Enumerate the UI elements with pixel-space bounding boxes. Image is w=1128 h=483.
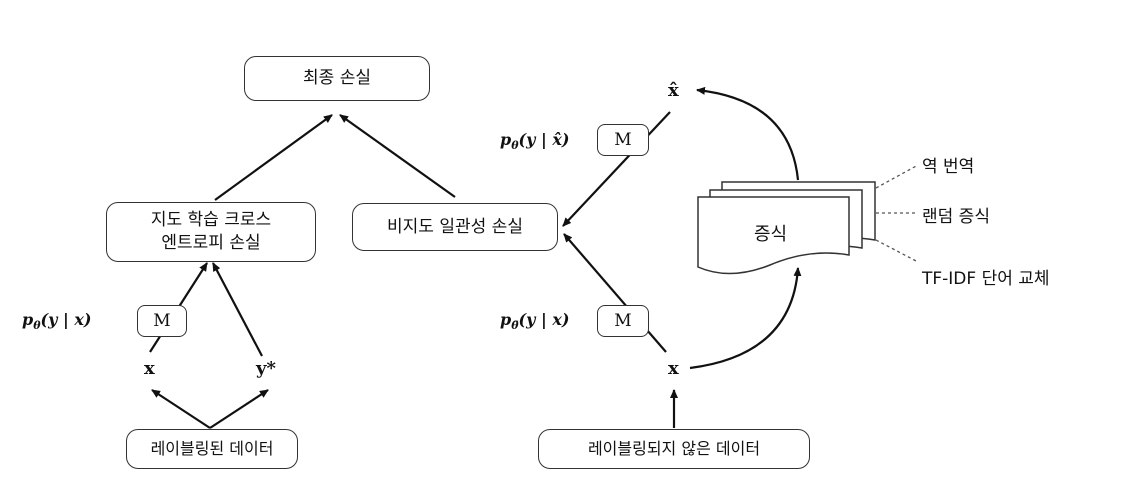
model-top-right-label: M	[614, 130, 632, 150]
arrow-x-to-augmentation	[689, 267, 802, 370]
var-x-left: x	[144, 358, 155, 379]
arrow-ystar-to-supervised	[212, 262, 263, 357]
model-left-label: M	[153, 311, 171, 331]
arrow-unsupervised-to-final	[339, 114, 456, 198]
model-box-top-right: M	[597, 124, 649, 156]
augmentation-label: 증식	[754, 224, 788, 245]
var-x-right: x	[668, 358, 679, 379]
method-random-aug: 랜덤 증식	[922, 207, 990, 227]
var-x-hat: x̂	[668, 80, 679, 101]
arrow-xhat-to-unsupervised	[562, 111, 671, 227]
augmentation-stack	[697, 181, 876, 275]
arrow-labeled-to-ystar	[209, 389, 269, 429]
method-back-translation: 역 번역	[922, 157, 975, 177]
arrow-supervised-to-final	[214, 114, 333, 201]
leader-tfidf	[875, 239, 919, 263]
arrow-labeled-to-x	[151, 389, 211, 429]
unlabeled-data-box: 레이블링되지 않은 데이터	[538, 429, 810, 469]
labeled-data-box: 레이블링된 데이터	[126, 429, 298, 469]
arrow-x-to-unsupervised	[563, 233, 667, 353]
unsupervised-loss-label: 비지도 일관성 손실	[387, 216, 523, 237]
final-loss-label: 최종 손실	[303, 68, 371, 89]
unsupervised-loss-box: 비지도 일관성 손실	[352, 203, 558, 251]
prob-bottom-label: pθ̃(y | x)	[500, 310, 570, 333]
supervised-loss-box: 지도 학습 크로스 엔트로피 손실	[106, 202, 316, 262]
prob-left-label: pθ(y | x)	[22, 310, 92, 333]
leader-back-translation	[875, 164, 919, 189]
supervised-loss-label-line1: 지도 학습 크로스	[150, 210, 272, 231]
prob-top-label: pθ(y | x̂)	[500, 130, 570, 153]
model-box-left: M	[137, 305, 187, 337]
unlabeled-data-label: 레이블링되지 않은 데이터	[587, 439, 761, 459]
final-loss-box: 최종 손실	[244, 56, 430, 101]
var-y-star: y*	[256, 358, 276, 379]
arrow-augmentation-to-xhat	[696, 86, 800, 181]
method-tfidf: TF-IDF 단어 교체	[922, 269, 1050, 289]
labeled-data-label: 레이블링된 데이터	[150, 439, 274, 459]
supervised-loss-label-line2: 엔트로피 손실	[161, 233, 261, 253]
model-box-bottom-right: M	[597, 305, 649, 337]
model-bottom-right-label: M	[614, 311, 632, 331]
